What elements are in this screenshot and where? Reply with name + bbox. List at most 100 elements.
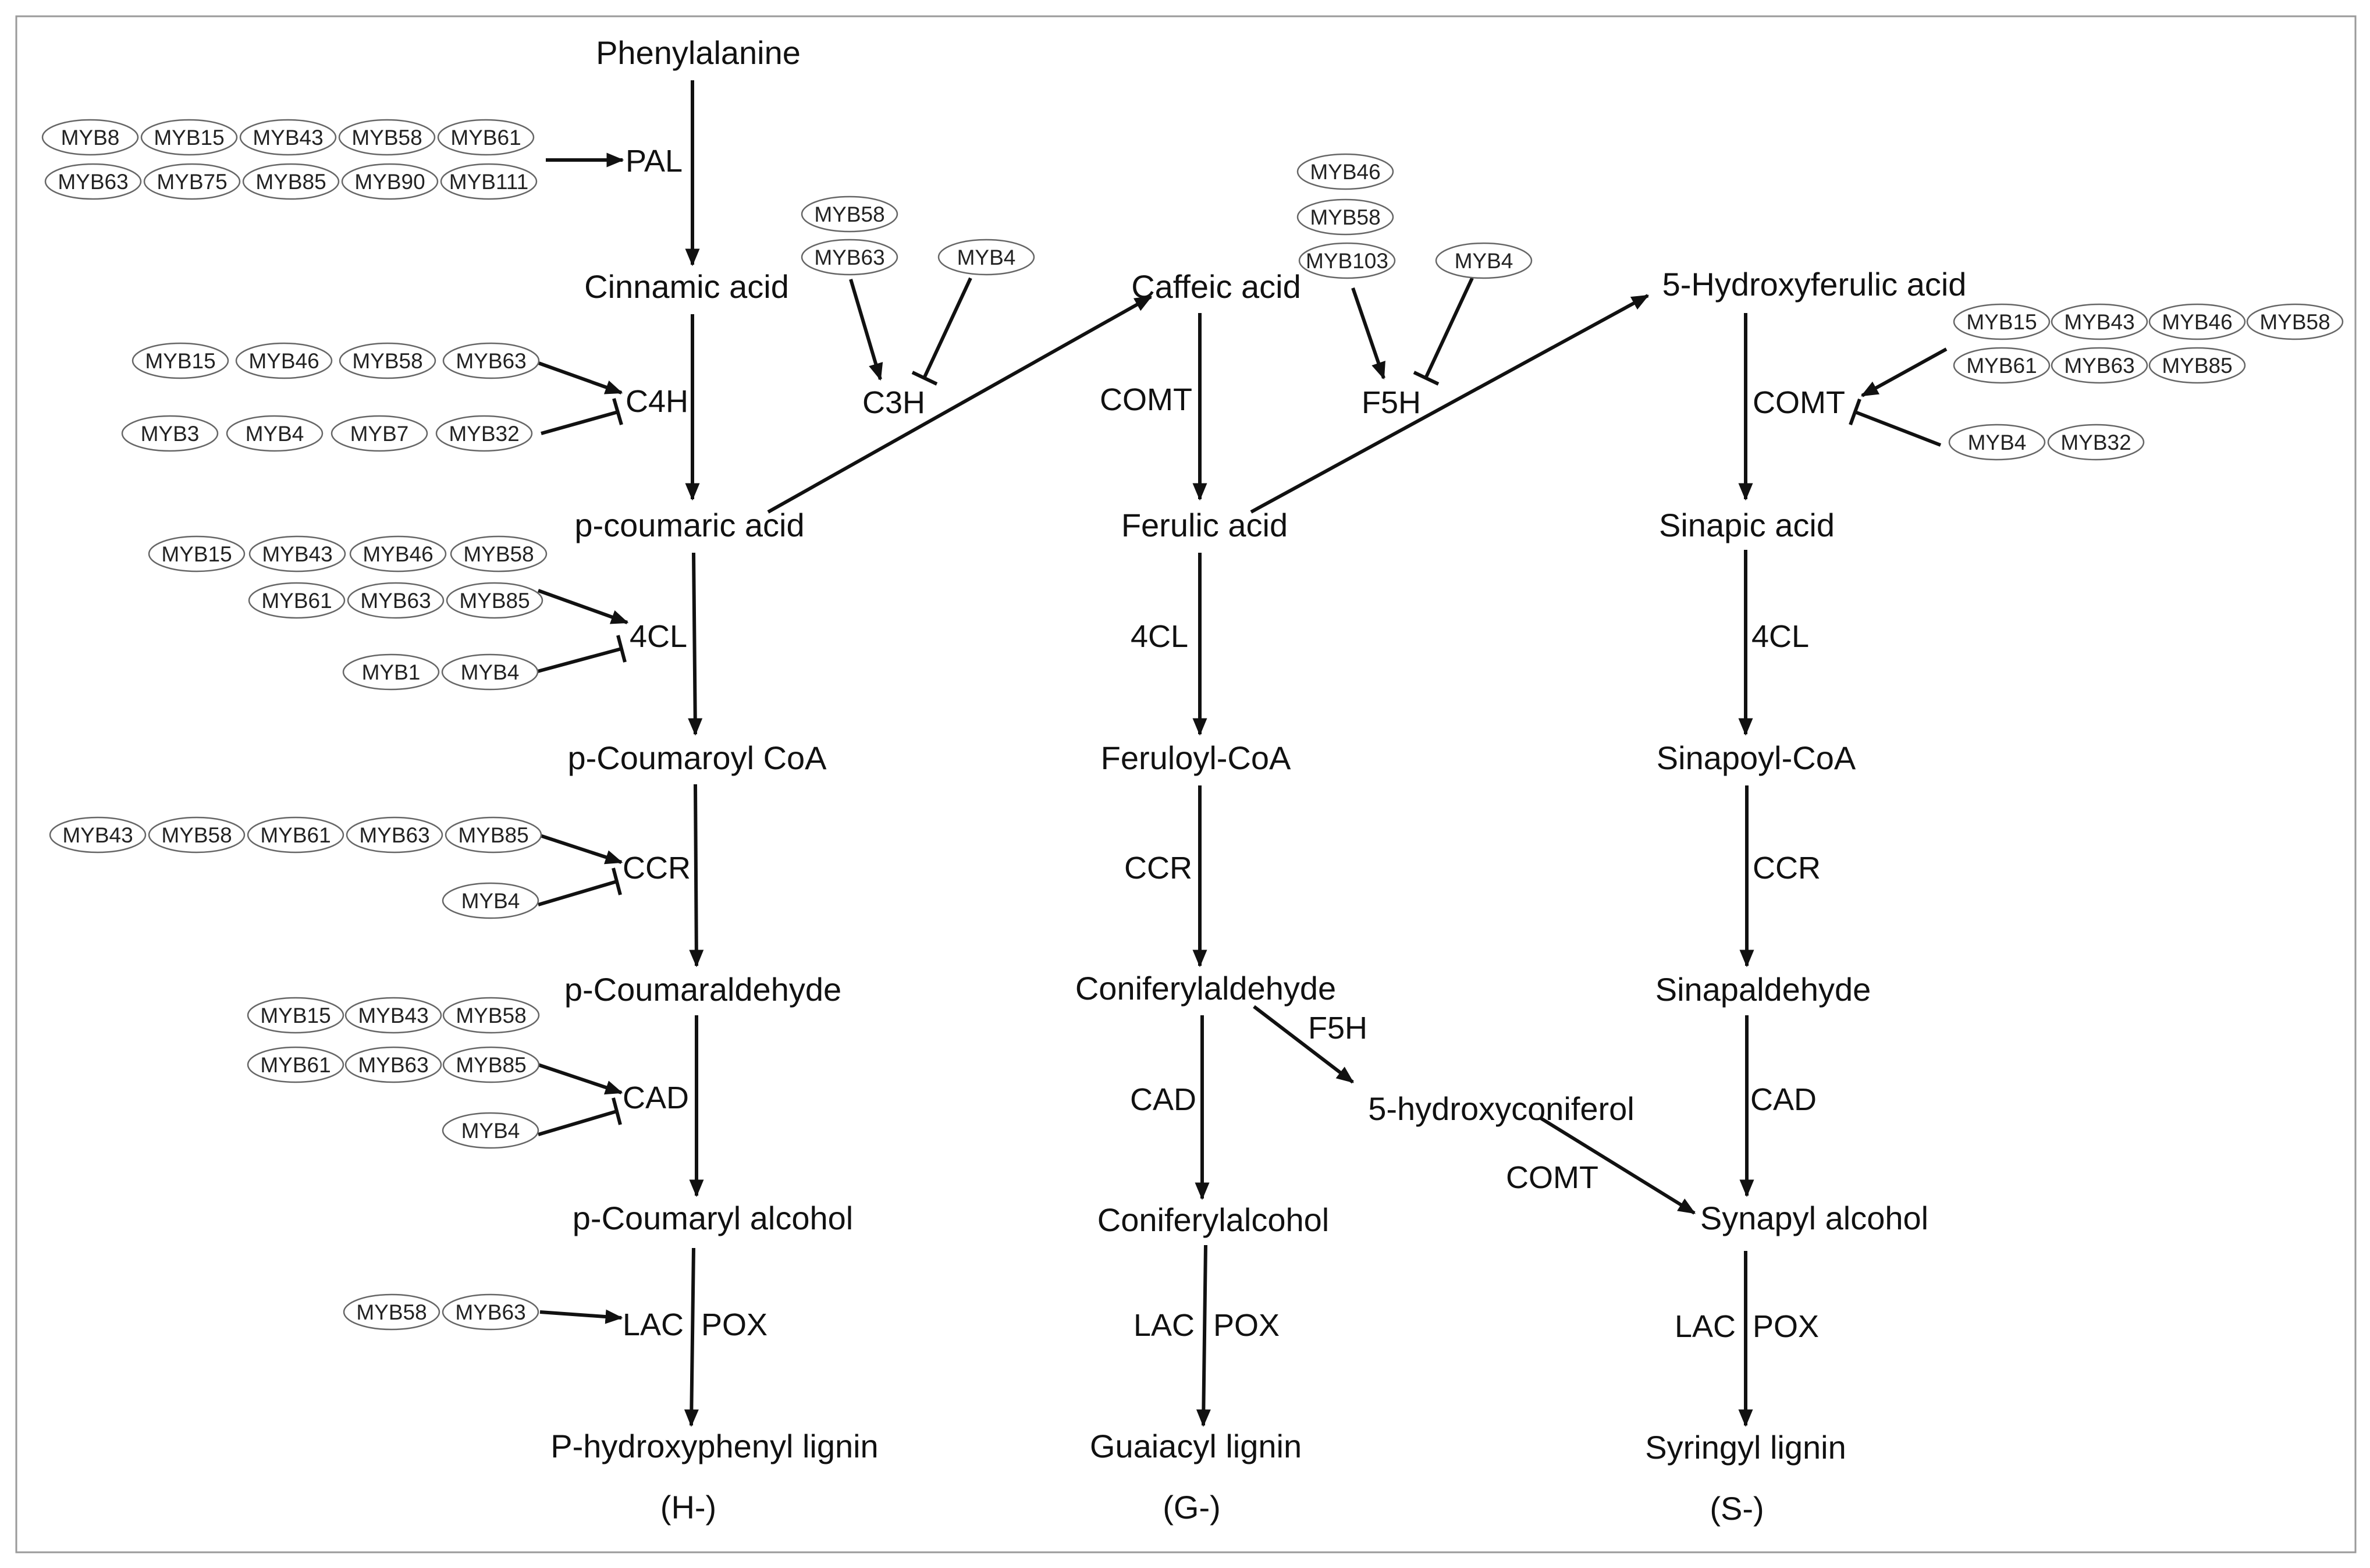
regulator-label: MYB85 — [2162, 354, 2232, 378]
regulator-myb111: MYB111 — [440, 163, 538, 200]
regulator-label: MYB32 — [449, 422, 519, 446]
regulator-myb4: MYB4 — [937, 239, 1035, 276]
arrow-coniferylaldehyde-hydroxyconiferol — [1253, 1005, 1354, 1084]
regulator-myb58: MYB58 — [2246, 303, 2344, 340]
regulator-label: MYB32 — [2060, 431, 2131, 454]
compound-5-hydroxyferulic-acid: 5-Hydroxyferulic acid — [1662, 266, 1967, 303]
regulator-myb15: MYB15 — [148, 535, 246, 573]
enzymes: PAL C4H C3H 4CL CCR CAD LAC POX COMT F5H… — [623, 144, 1845, 1344]
regulator-ellipse — [148, 535, 246, 573]
enzyme-pox-h: POX — [701, 1307, 768, 1342]
enzyme-f5h-g: F5H — [1362, 385, 1421, 420]
regulator-label: MYB15 — [161, 542, 232, 566]
enzyme-f5h-side: F5H — [1308, 1011, 1367, 1046]
regulator-ellipse — [1296, 198, 1394, 236]
activation-comt — [1860, 347, 1948, 397]
regulator-label: MYB111 — [449, 170, 528, 194]
repression-cad — [538, 1110, 617, 1136]
regulator-ellipse — [2051, 303, 2148, 340]
compound-p-coumaryl-alcohol: p-Coumaryl alcohol — [573, 1200, 853, 1236]
regulator-ellipse — [441, 653, 539, 691]
regulator-myb15: MYB15 — [247, 997, 344, 1034]
enzyme-cad-s: CAD — [1750, 1082, 1817, 1117]
regulator-label: MYB58 — [351, 126, 422, 150]
regulator-label: MYB58 — [1310, 205, 1380, 229]
repression-c3h-bar — [911, 371, 938, 386]
regulator-myb15: MYB15 — [140, 119, 238, 156]
regulator-label: MYB63 — [455, 1300, 525, 1324]
regulator-myb63: MYB63 — [442, 1293, 539, 1331]
regulator-ellipse — [1435, 242, 1533, 279]
regulator-label: MYB7 — [350, 422, 409, 446]
regulator-ellipse — [442, 342, 540, 379]
regulator-myb63: MYB63 — [347, 582, 445, 619]
regulator-myb63: MYB63 — [44, 163, 142, 200]
activation-c4h — [534, 360, 623, 394]
enzyme-lac-h: LAC — [623, 1307, 684, 1342]
pathway-arrows — [684, 80, 1754, 1427]
regulator-myb32: MYB32 — [2047, 424, 2145, 461]
regulator-label: MYB63 — [360, 589, 431, 613]
regulator-ellipse — [346, 816, 443, 854]
arrow-pcoumaric-caffeic — [767, 295, 1153, 514]
enzyme-pal: PAL — [626, 144, 683, 179]
regulator-myb85: MYB85 — [446, 582, 543, 619]
repression-4cl-bar — [616, 635, 627, 663]
regulator-ellipse — [343, 1293, 440, 1331]
regulator-ellipse — [801, 195, 898, 233]
regulator-myb61: MYB61 — [247, 1046, 344, 1083]
activation-f5h — [1351, 287, 1385, 380]
regulator-myb63: MYB63 — [442, 342, 540, 379]
regulator-label: MYB43 — [62, 823, 133, 847]
enzyme-pox-g: POX — [1213, 1308, 1280, 1343]
compound-sinapic-acid: Sinapic acid — [1659, 507, 1835, 543]
regulator-myb3: MYB3 — [121, 415, 219, 452]
regulator-ellipse — [339, 342, 436, 379]
regulator-label: MYB85 — [456, 1053, 526, 1077]
regulator-label: MYB90 — [354, 170, 425, 194]
regulator-myb90: MYB90 — [341, 163, 439, 200]
regulator-label: MYB63 — [814, 246, 884, 269]
regulator-label: MYB63 — [456, 349, 526, 373]
compound-5-hydroxyconiferol: 5-hydroxyconiferol — [1368, 1090, 1635, 1127]
regulator-myb58: MYB58 — [801, 195, 898, 233]
repression-f5h-bar — [1413, 371, 1440, 386]
compounds: Phenylalanine Cinnamic acid p-coumaric a… — [550, 34, 1966, 1527]
regulator-label: MYB63 — [2064, 354, 2134, 378]
regulator-myb4: MYB4 — [442, 1112, 539, 1149]
regulator-label: MYB46 — [1310, 160, 1380, 184]
regulator-ellipse — [247, 816, 344, 854]
compound-coniferylalcohol: Coniferylalcohol — [1097, 1201, 1329, 1238]
regulator-myb85: MYB85 — [442, 1046, 540, 1083]
compound-synapyl-alcohol: Synapyl alcohol — [1700, 1200, 1928, 1236]
repression-4cl — [535, 647, 622, 674]
regulator-myb43: MYB43 — [344, 997, 442, 1034]
regulator-ellipse — [450, 535, 548, 573]
regulator-ellipse — [442, 997, 540, 1034]
regulator-label: MYB43 — [253, 126, 323, 150]
regulator-ellipse — [140, 119, 238, 156]
compound-sinapoyl-coa: Sinapoyl-CoA — [1657, 739, 1856, 776]
regulator-myb7: MYB7 — [331, 415, 428, 452]
regulator-ellipse — [344, 1046, 442, 1083]
arrow-pcoumaric-pcoumaroyl — [688, 552, 703, 736]
regulator-myb85: MYB85 — [242, 163, 340, 200]
regulator-ellipse — [801, 239, 898, 276]
compound-p-coumaroyl-coa: p-Coumaroyl CoA — [567, 739, 827, 776]
enzyme-lac-s: LAC — [1675, 1309, 1736, 1344]
regulator-ellipse — [2148, 303, 2246, 340]
regulator-label: MYB15 — [145, 349, 215, 373]
regulator-ellipse — [242, 163, 340, 200]
repression-ccr-bar — [612, 867, 622, 895]
compound-coniferylaldehyde: Coniferylaldehyde — [1075, 970, 1336, 1007]
regulator-myb63: MYB63 — [801, 239, 898, 276]
regulator-ellipse — [235, 342, 333, 379]
regulator-myb4: MYB4 — [1948, 424, 2046, 461]
enzyme-pox-s: POX — [1753, 1309, 1819, 1344]
enzyme-4cl-g: 4CL — [1131, 619, 1188, 654]
repression-cad-bar — [612, 1097, 622, 1125]
regulator-myb75: MYB75 — [143, 163, 241, 200]
regulator-ellipse — [440, 163, 538, 200]
regulator-myb58: MYB58 — [343, 1293, 440, 1331]
regulator-ellipse — [341, 163, 439, 200]
